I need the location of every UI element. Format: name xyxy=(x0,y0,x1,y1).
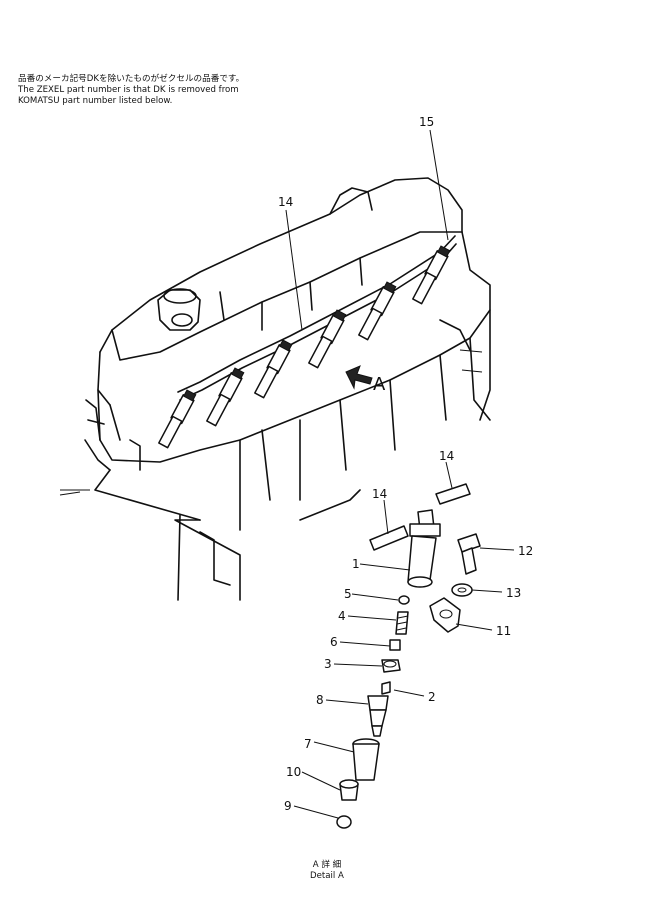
engine-head-drawing xyxy=(59,177,491,601)
callout-5: 5 xyxy=(344,587,352,601)
callout-6: 6 xyxy=(330,635,338,649)
nozzle-8 xyxy=(367,695,389,737)
part-number-note: 品番のメーカ記号DKを除いたものがゼクセルの品番です。 The ZEXEL pa… xyxy=(18,74,244,107)
callout-1: 1 xyxy=(352,557,360,571)
hose-14-right xyxy=(435,483,471,505)
head-leader-lines xyxy=(285,129,449,331)
detail-caption: A 詳 細 Detail A xyxy=(310,860,344,882)
callout-8: 8 xyxy=(316,693,324,707)
note-line-jp: 品番のメーカ記号DKを除いたものがゼクセルの品番です。 xyxy=(18,74,245,84)
injector-holder-1 xyxy=(407,509,441,588)
callout-11: 11 xyxy=(496,624,511,638)
detail-a-parts xyxy=(293,461,515,829)
callout-15: 15 xyxy=(419,115,434,129)
clamp-11 xyxy=(429,597,461,633)
note-line-en-2: KOMATSU part number listed below. xyxy=(18,96,173,106)
callout-7: 7 xyxy=(304,737,312,751)
pin-2 xyxy=(381,681,391,695)
gasket-9 xyxy=(336,815,352,829)
caption-jp: A 詳 細 xyxy=(312,860,342,870)
callout-12: 12 xyxy=(518,544,533,558)
sleeve-10 xyxy=(339,779,359,801)
callout-9: 9 xyxy=(284,799,292,813)
nozzle-nut-7 xyxy=(352,738,380,781)
callout-4: 4 xyxy=(338,609,346,623)
callout-2: 2 xyxy=(428,690,436,704)
callout-10: 10 xyxy=(286,765,301,779)
caption-en: Detail A xyxy=(310,871,344,881)
callout-14-head: 14 xyxy=(278,195,293,209)
seal-5 xyxy=(398,595,410,605)
hose-14-left xyxy=(369,525,409,551)
installed-injectors xyxy=(158,245,451,449)
callout-3: 3 xyxy=(324,657,332,671)
note-line-en-1: The ZEXEL part number is that DK is remo… xyxy=(18,85,239,95)
detail-a-label: A xyxy=(373,374,386,395)
detail-a-arrow: A xyxy=(345,365,386,395)
washer-13 xyxy=(451,583,473,597)
callout-13: 13 xyxy=(506,586,521,600)
callout-14-right: 14 xyxy=(439,449,454,463)
shim-6 xyxy=(389,639,401,651)
callout-14-left: 14 xyxy=(372,487,387,501)
bolt-12 xyxy=(457,533,481,575)
fuel-leak-rail xyxy=(177,235,457,401)
